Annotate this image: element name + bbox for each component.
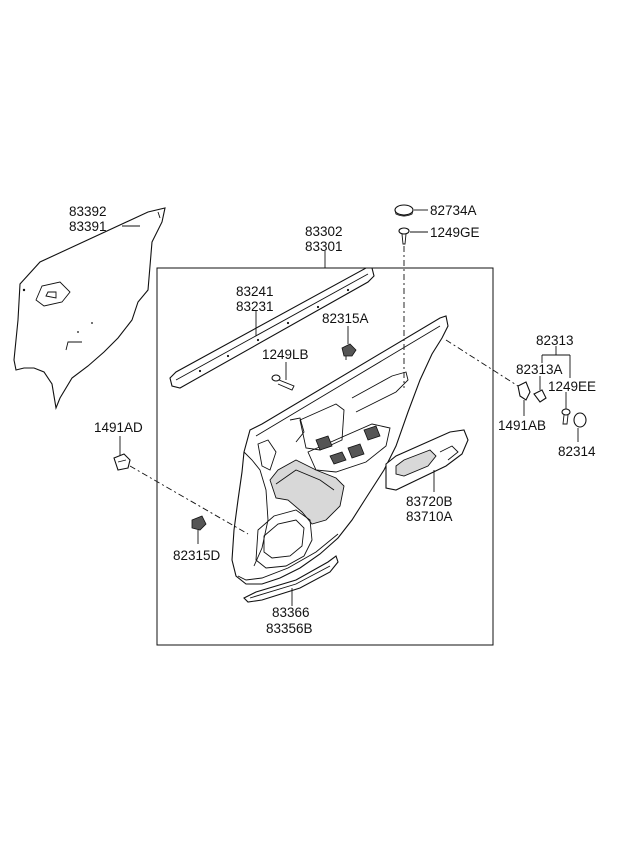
label-82734A: 82734A bbox=[430, 203, 477, 218]
label-1249EE: 1249EE bbox=[548, 379, 596, 394]
screw-1249GE[interactable] bbox=[398, 227, 410, 245]
door-trim-panel[interactable] bbox=[231, 315, 449, 585]
install-line-1491AB bbox=[445, 339, 519, 387]
lower-garnish[interactable] bbox=[243, 555, 339, 603]
label-83710A: 83710A bbox=[406, 509, 453, 524]
install-line-1491AD bbox=[129, 465, 249, 535]
clip-82313A[interactable] bbox=[533, 389, 547, 403]
label-83301: 83301 bbox=[305, 239, 343, 254]
label-83720B: 83720B bbox=[406, 494, 453, 509]
clip-1491AD[interactable] bbox=[113, 453, 131, 471]
label-1249LB: 1249LB bbox=[262, 347, 309, 362]
clip-1491AB[interactable] bbox=[517, 381, 531, 401]
switch-panel[interactable] bbox=[385, 429, 469, 491]
clip-82315D[interactable] bbox=[191, 515, 207, 531]
label-83366: 83366 bbox=[272, 605, 310, 620]
screw-1249LB[interactable] bbox=[271, 374, 295, 391]
cap-82314[interactable] bbox=[573, 412, 587, 428]
clip-82315A[interactable] bbox=[341, 343, 357, 360]
screw-1249EE[interactable] bbox=[561, 408, 571, 425]
door-trim-sheet[interactable] bbox=[13, 207, 166, 411]
label-83391: 83391 bbox=[69, 219, 107, 234]
label-82315A: 82315A bbox=[322, 311, 369, 326]
weatherstrip[interactable] bbox=[169, 267, 375, 389]
label-1491AB: 1491AB bbox=[498, 418, 546, 433]
cap-82734A[interactable] bbox=[394, 204, 414, 217]
label-83392: 83392 bbox=[69, 204, 107, 219]
label-1249GE: 1249GE bbox=[430, 225, 480, 240]
label-1491AD: 1491AD bbox=[94, 420, 143, 435]
label-83241: 83241 bbox=[236, 284, 274, 299]
label-82313A: 82313A bbox=[516, 362, 563, 377]
label-82315D: 82315D bbox=[173, 548, 221, 563]
label-82314: 82314 bbox=[558, 444, 596, 459]
label-83231: 83231 bbox=[236, 299, 274, 314]
label-83356B: 83356B bbox=[266, 621, 313, 636]
label-83302: 83302 bbox=[305, 224, 343, 239]
label-82313: 82313 bbox=[536, 333, 574, 348]
